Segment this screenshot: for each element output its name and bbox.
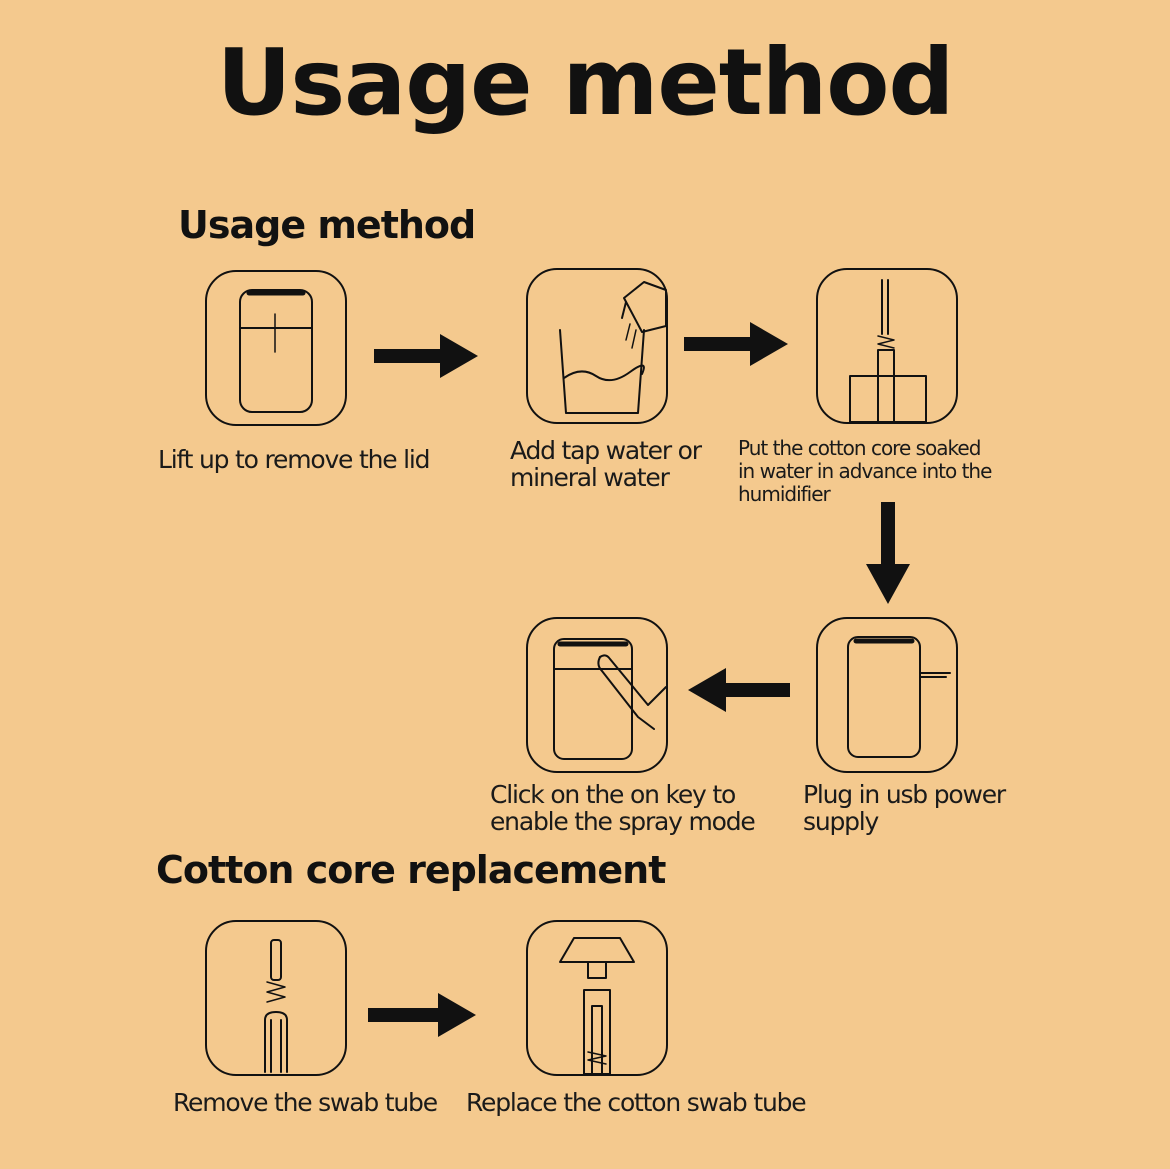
arrow-right-icon <box>374 334 478 378</box>
replacement-section-heading: Cotton core replacement <box>156 848 666 892</box>
step-replace-swab <box>526 920 668 1076</box>
page-title: Usage method <box>216 29 955 136</box>
step-insert-core-caption: Put the cotton core soaked in water in a… <box>738 436 992 506</box>
arrow-down <box>864 502 912 606</box>
replace-swab-tube-icon <box>526 920 668 1076</box>
step-remove-swab <box>205 920 347 1076</box>
arrow-down-icon <box>866 502 910 604</box>
step-press-key-caption: Click on the on key to enable the spray … <box>490 780 756 836</box>
arrow-right-icon <box>368 993 476 1037</box>
usage-section-heading: Usage method <box>178 203 476 247</box>
arrow-left <box>686 666 792 714</box>
arrow-right-1 <box>374 332 480 380</box>
step-add-water-caption: Add tap water or mineral water <box>510 436 702 492</box>
press-key-icon <box>526 617 668 773</box>
remove-swab-tube-icon <box>205 920 347 1076</box>
arrow-left-icon <box>688 668 790 712</box>
step-plug-usb <box>816 617 958 773</box>
step-lift-lid <box>205 270 347 426</box>
lift-lid-icon <box>205 270 347 426</box>
insert-cotton-core-icon <box>816 268 958 424</box>
arrow-right-2 <box>684 320 790 368</box>
arrow-right-icon <box>684 322 788 366</box>
step-press-key <box>526 617 668 773</box>
step-plug-usb-caption: Plug in usb power supply <box>803 780 1006 836</box>
step-lift-lid-caption: Lift up to remove the lid <box>158 445 431 474</box>
step-add-water <box>526 268 668 424</box>
step-replace-swab-caption: Replace the cotton swab tube <box>466 1088 807 1117</box>
step-insert-core <box>816 268 958 424</box>
usb-plug-icon <box>816 617 958 773</box>
arrow-right-3 <box>368 991 478 1039</box>
pour-water-icon <box>526 268 668 424</box>
step-remove-swab-caption: Remove the swab tube <box>173 1088 438 1117</box>
